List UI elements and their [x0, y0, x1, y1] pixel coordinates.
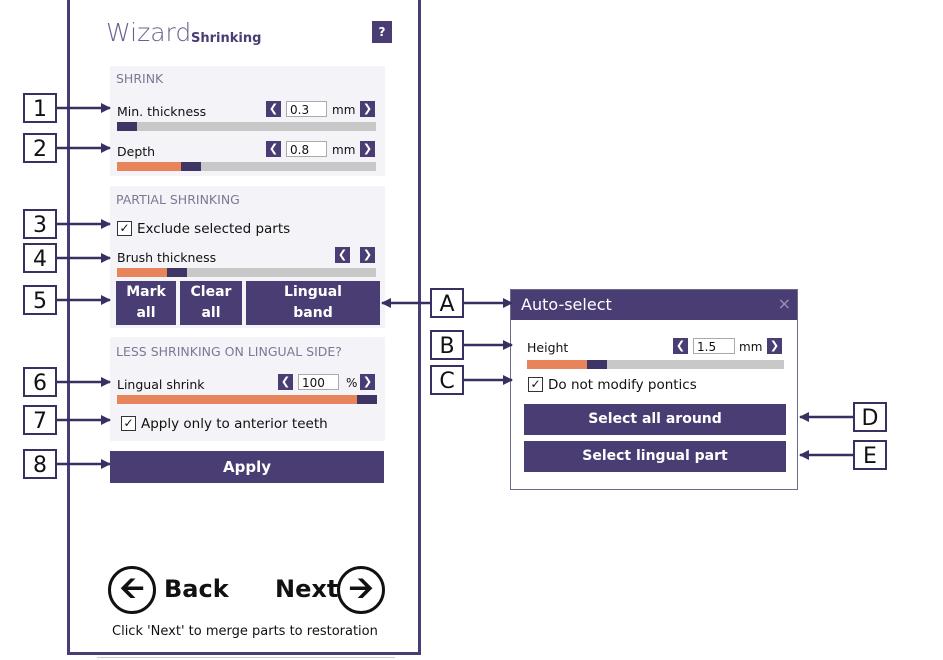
- brush-decrease-button[interactable]: ❮: [335, 247, 350, 263]
- chevron-left-icon: ❮: [337, 248, 348, 261]
- height-slider-fill: [527, 360, 587, 369]
- anterior-teeth-label: Apply only to anterior teeth: [141, 416, 328, 432]
- exclude-parts-label: Exclude selected parts: [137, 221, 291, 237]
- callout-6: 6: [23, 367, 57, 397]
- min-thickness-input[interactable]: 0.3: [286, 101, 327, 117]
- height-increase-button[interactable]: ❯: [767, 338, 782, 354]
- clear-all-button[interactable]: Clear all: [180, 281, 242, 325]
- callout-4: 4: [23, 243, 57, 273]
- depth-label: Depth: [117, 144, 156, 159]
- exclude-parts-checkbox[interactable]: ✓: [117, 221, 132, 236]
- shrink-panel: SHRINK Min. thickness ❮ 0.3 mm ❯ Depth ❮…: [110, 66, 385, 176]
- callout-b: B: [430, 330, 464, 360]
- callout-c: C: [430, 365, 464, 395]
- footer-note: Click 'Next' to merge parts to restorati…: [112, 624, 378, 639]
- pontics-checkbox[interactable]: ✓: [528, 377, 543, 392]
- depth-decrease-button[interactable]: ❮: [266, 141, 281, 157]
- lingual-slider-thumb[interactable]: [357, 395, 377, 404]
- autoselect-header: Auto-select ×: [511, 290, 797, 320]
- partial-section-title: PARTIAL SHRINKING: [116, 192, 240, 207]
- depth-slider[interactable]: [117, 162, 376, 171]
- min-thickness-label: Min. thickness: [117, 104, 207, 119]
- min-thickness-increase-button[interactable]: ❯: [360, 101, 375, 117]
- checkmark-icon: ✓: [530, 377, 541, 391]
- pontics-label: Do not modify pontics: [548, 377, 697, 393]
- min-thickness-slider[interactable]: [117, 122, 376, 131]
- callout-7: 7: [23, 405, 57, 435]
- brush-thickness-slider[interactable]: [117, 268, 376, 277]
- lingual-shrink-unit: %: [346, 376, 358, 390]
- brush-slider-fill: [117, 268, 167, 277]
- brush-thickness-label: Brush thickness: [117, 250, 217, 265]
- depth-input[interactable]: 0.8: [286, 141, 327, 157]
- height-unit: mm: [739, 340, 763, 354]
- callout-3: 3: [23, 209, 57, 239]
- depth-increase-button[interactable]: ❯: [360, 141, 375, 157]
- partial-shrinking-panel: PARTIAL SHRINKING ✓ Exclude selected par…: [110, 186, 385, 328]
- mark-all-button[interactable]: Mark all: [116, 281, 176, 325]
- lingual-slider-fill: [117, 395, 357, 404]
- next-button-label[interactable]: Next: [275, 575, 339, 603]
- min-thickness-decrease-button[interactable]: ❮: [266, 101, 281, 117]
- height-slider-thumb[interactable]: [587, 360, 607, 369]
- callout-e: E: [853, 440, 887, 470]
- depth-slider-fill: [117, 162, 181, 171]
- chevron-left-icon: ❮: [268, 102, 279, 115]
- brush-slider-thumb[interactable]: [167, 268, 187, 277]
- chevron-right-icon: ❯: [362, 102, 373, 115]
- lingual-shrink-decrease-button[interactable]: ❮: [278, 374, 293, 390]
- arrow-left-circle-icon: 🡨: [119, 571, 145, 606]
- back-button-icon[interactable]: 🡨: [108, 566, 156, 614]
- bottom-divider: [97, 657, 395, 658]
- close-icon[interactable]: ×: [777, 294, 791, 313]
- arrow-right-circle-icon: 🡪: [348, 571, 374, 606]
- help-button[interactable]: ?: [372, 21, 392, 43]
- depth-unit: mm: [332, 143, 356, 157]
- callout-1: 1: [23, 93, 57, 123]
- chevron-left-icon: ❮: [280, 375, 291, 388]
- checkmark-icon: ✓: [123, 416, 134, 430]
- autoselect-title: Auto-select: [521, 295, 612, 314]
- chevron-right-icon: ❯: [362, 142, 373, 155]
- height-input[interactable]: 1.5: [693, 338, 735, 354]
- lingual-band-button[interactable]: Lingual band: [246, 281, 380, 325]
- shrink-section-title: SHRINK: [116, 71, 164, 86]
- autoselect-popup: Auto-select × Height ❮ 1.5 mm ❯ ✓ Do not…: [510, 289, 798, 490]
- wizard-subtitle: Shrinking: [191, 31, 262, 46]
- lingual-shrink-label: Lingual shrink: [117, 377, 205, 392]
- anterior-teeth-checkbox[interactable]: ✓: [121, 416, 136, 431]
- wizard-panel: Wizard Shrinking ? SHRINK Min. thickness…: [67, 0, 421, 655]
- lingual-shrink-slider[interactable]: [117, 395, 377, 404]
- callout-2: 2: [23, 133, 57, 163]
- back-button-label[interactable]: Back: [164, 575, 229, 603]
- depth-slider-thumb[interactable]: [181, 162, 201, 171]
- height-slider[interactable]: [527, 360, 784, 369]
- lingual-shrink-increase-button[interactable]: ❯: [360, 374, 375, 390]
- select-lingual-part-button[interactable]: Select lingual part: [524, 441, 786, 472]
- lingual-panel: LESS SHRINKING ON LINGUAL SIDE? Lingual …: [110, 337, 385, 441]
- lingual-section-title: LESS SHRINKING ON LINGUAL SIDE?: [116, 344, 342, 359]
- brush-increase-button[interactable]: ❯: [360, 247, 375, 263]
- callout-a: A: [430, 288, 464, 318]
- chevron-right-icon: ❯: [362, 248, 373, 261]
- min-thickness-unit: mm: [332, 103, 356, 117]
- chevron-right-icon: ❯: [769, 339, 780, 352]
- chevron-left-icon: ❮: [268, 142, 279, 155]
- select-all-around-button[interactable]: Select all around: [524, 404, 786, 435]
- lingual-shrink-input[interactable]: 100: [298, 374, 339, 390]
- callout-d: D: [853, 402, 887, 432]
- next-button-icon[interactable]: 🡪: [337, 566, 385, 614]
- height-label: Height: [527, 340, 569, 355]
- wizard-title: Wizard: [106, 18, 192, 47]
- callout-8: 8: [23, 449, 57, 479]
- chevron-left-icon: ❮: [675, 339, 686, 352]
- apply-button[interactable]: Apply: [110, 451, 384, 483]
- checkmark-icon: ✓: [119, 221, 130, 235]
- min-thickness-slider-thumb[interactable]: [117, 122, 137, 131]
- height-decrease-button[interactable]: ❮: [673, 338, 688, 354]
- callout-5: 5: [23, 285, 57, 315]
- chevron-right-icon: ❯: [362, 375, 373, 388]
